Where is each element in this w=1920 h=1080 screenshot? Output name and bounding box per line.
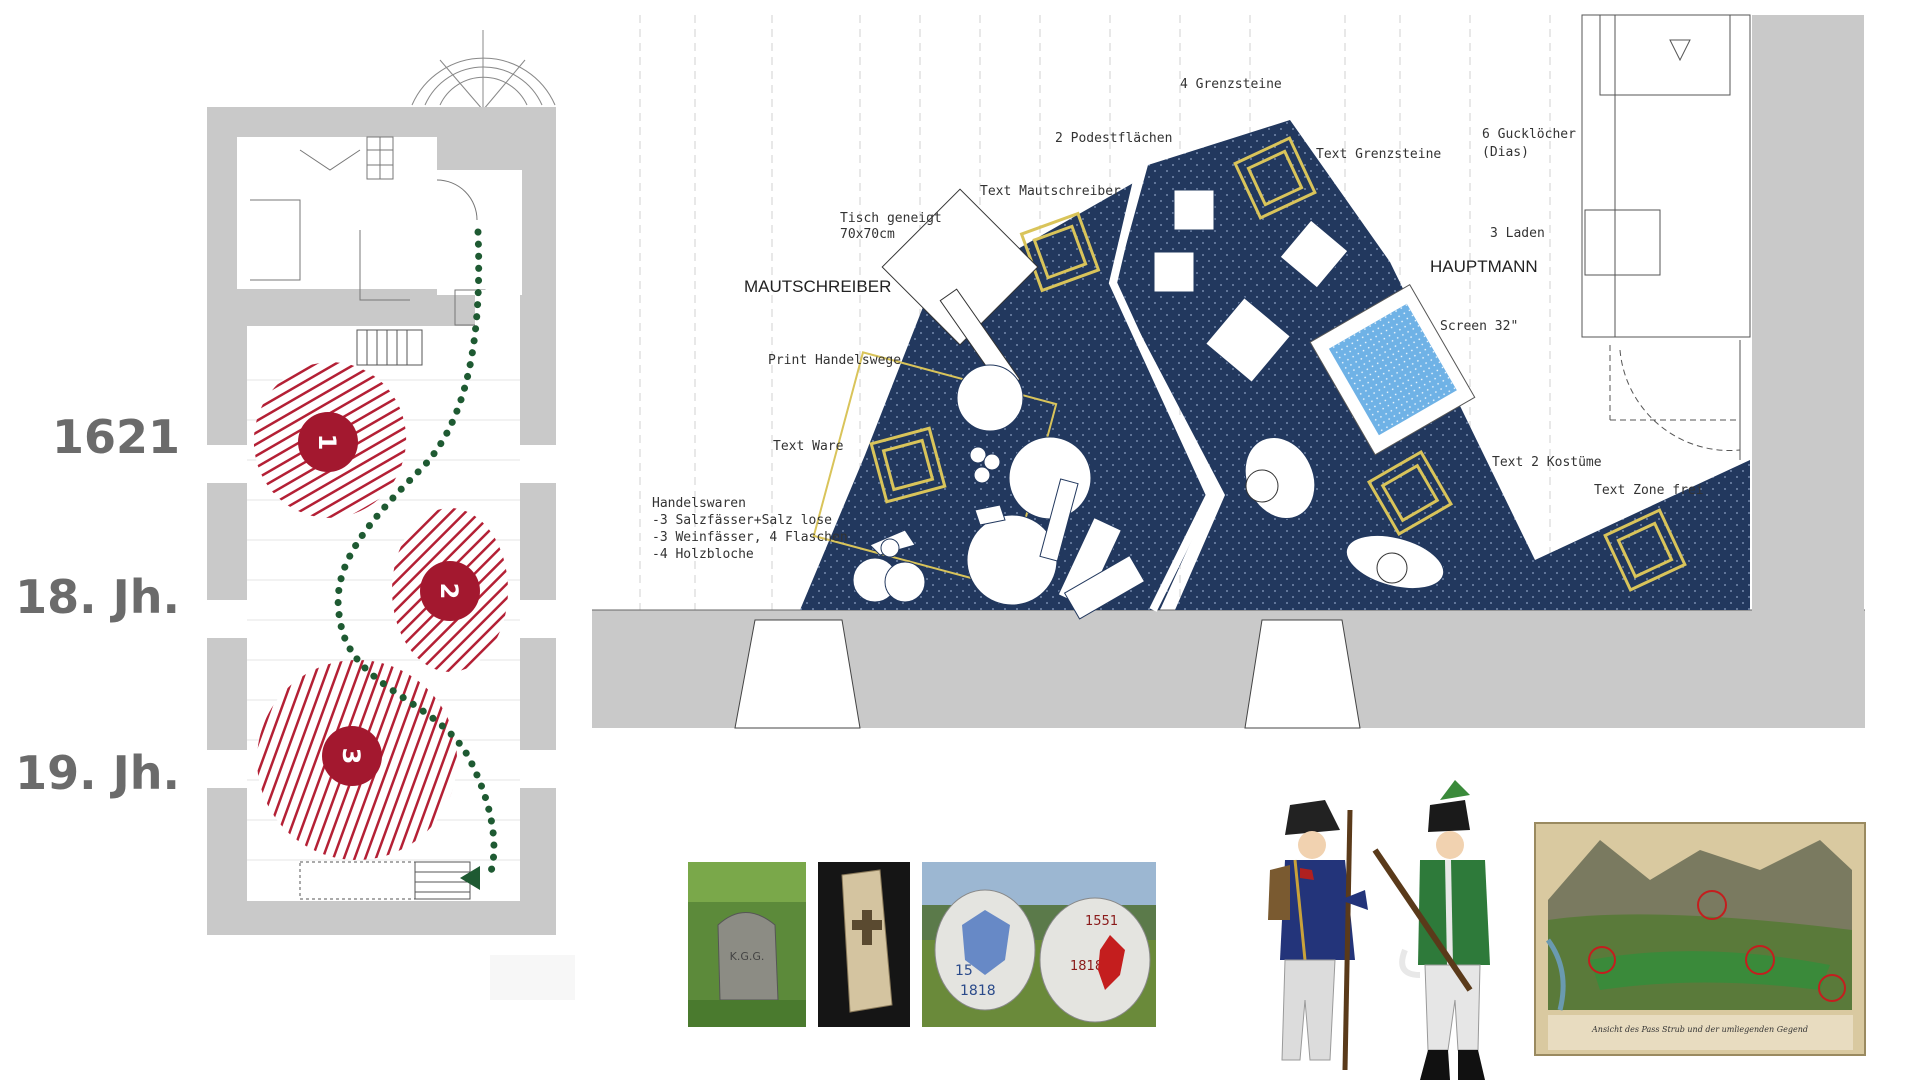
zone-pin-3[interactable]: 3 [322, 726, 382, 786]
platform-divider [1108, 167, 1215, 612]
zone-pin-1[interactable]: 1 [298, 412, 358, 472]
photo-boundary-stones-pair[interactable]: 15 1818 1551 1818 [922, 862, 1156, 1027]
window-niche-right [1244, 619, 1361, 729]
window-niche-left [734, 619, 861, 729]
painting-marker-1 [1588, 946, 1616, 974]
podest-square-2 [1233, 136, 1317, 220]
stone-1-inscription: K.G.G. [730, 950, 765, 963]
grenzstein-4 [1205, 297, 1291, 383]
label-kostume: Text 2 Kostüme [1492, 455, 1602, 470]
label-handelswaren: Handelswaren [652, 496, 746, 511]
label-podest: 2 Podestflächen [1055, 131, 1172, 146]
photo-boundary-stone-grass[interactable]: K.G.G. [688, 862, 806, 1027]
painting-marker-3 [1745, 945, 1775, 975]
illustration-soldier-green[interactable] [1372, 780, 1490, 1080]
label-text-ware: Text Ware [773, 439, 844, 454]
bavarian-crest-icon [962, 910, 1010, 975]
grenzstein-3 [1279, 219, 1349, 289]
label-handelswaren-2: -3 Weinfässer, 4 Flaschen [652, 530, 848, 545]
illustration-soldier-blue[interactable] [1268, 800, 1368, 1071]
overview-floor-plan: 1 2 3 [207, 30, 575, 1000]
spiral-stair-outline [411, 30, 556, 112]
cross-icon [852, 910, 882, 945]
platform-mautschreiber [800, 182, 1210, 610]
screen-32[interactable] [1309, 284, 1476, 456]
stairs-top [356, 329, 423, 366]
podest-square-4 [1366, 449, 1454, 537]
right-side-fixtures [1581, 14, 1751, 460]
grenzstein-2 [1153, 251, 1195, 293]
label-screen: Screen 32" [1440, 319, 1518, 334]
upper-room [237, 137, 437, 289]
stone-3-year-top: 1551 [1085, 914, 1118, 929]
podest-square-1 [1019, 211, 1101, 293]
label-hauptmann: HAUPTMANN [1430, 257, 1538, 276]
label-handelswaren-3: -4 Holzbloche [652, 547, 754, 562]
label-mautschreiber: MAUTSCHREIBER [744, 277, 891, 296]
visitor-path [334, 228, 498, 879]
bottom-wall [592, 610, 1865, 728]
stairs-bottom [299, 861, 471, 900]
label-tisch-size: 70x70cm [840, 227, 895, 242]
zone-pin-3-label: 3 [337, 748, 365, 765]
stone-2-year-top: 15 [955, 963, 973, 979]
stone-3-year-bottom: 1818 [1070, 959, 1103, 974]
right-wall [1752, 15, 1864, 727]
handelswaren-objects [852, 364, 1146, 620]
stone-2-year-bottom: 1818 [960, 983, 996, 999]
zone-pin-1-label: 1 [313, 434, 341, 451]
era-label-19jh: 19. Jh. [15, 746, 180, 800]
label-laden: 3 Laden [1490, 226, 1545, 241]
photo-boundary-stone-dark[interactable] [818, 862, 910, 1027]
painting-marker-2 [1697, 890, 1727, 920]
costume-stand-1 [1244, 436, 1316, 520]
era-label-1621: 1621 [51, 410, 180, 464]
painting-marker-4 [1818, 974, 1846, 1002]
label-grenzsteine: 4 Grenzsteine [1180, 77, 1282, 92]
label-gucklocher-dias: (Dias) [1482, 145, 1529, 160]
label-gucklocher: 6 Gucklöcher [1482, 127, 1576, 142]
label-handelswaren-1: -3 Salzfässer+Salz lose [652, 513, 832, 528]
label-text-grenzsteine: Text Grenzsteine [1316, 147, 1441, 162]
costume-stand-2 [1345, 534, 1445, 590]
painting-caption: Ansicht des Pass Strub und der umliegend… [1591, 1025, 1808, 1034]
label-text-mautschreiber: Text Mautschreiber [980, 184, 1121, 199]
tilted-table [881, 188, 1039, 392]
eagle-crest-icon [1098, 935, 1125, 990]
era-label-18jh: 18. Jh. [15, 570, 180, 624]
zone-pin-2-label: 2 [435, 583, 463, 600]
label-print: Print Handelswege [768, 353, 901, 368]
podest-square-5 [1603, 508, 1687, 592]
platform-hauptmann [1115, 120, 1750, 610]
grenzstein-1 [1173, 189, 1215, 231]
label-tisch: Tisch geneigt [840, 211, 942, 226]
zone-pin-2[interactable]: 2 [420, 561, 480, 621]
blank-tile [490, 955, 575, 1000]
historic-painting-pass-strub[interactable]: Ansicht des Pass Strub und der umliegend… [1534, 822, 1866, 1056]
label-zone-frei: Text Zone frei [1594, 483, 1704, 498]
print-handelswege-frame [812, 351, 1058, 589]
podest-square-3 [869, 426, 947, 504]
path-arrow-icon [460, 866, 480, 890]
